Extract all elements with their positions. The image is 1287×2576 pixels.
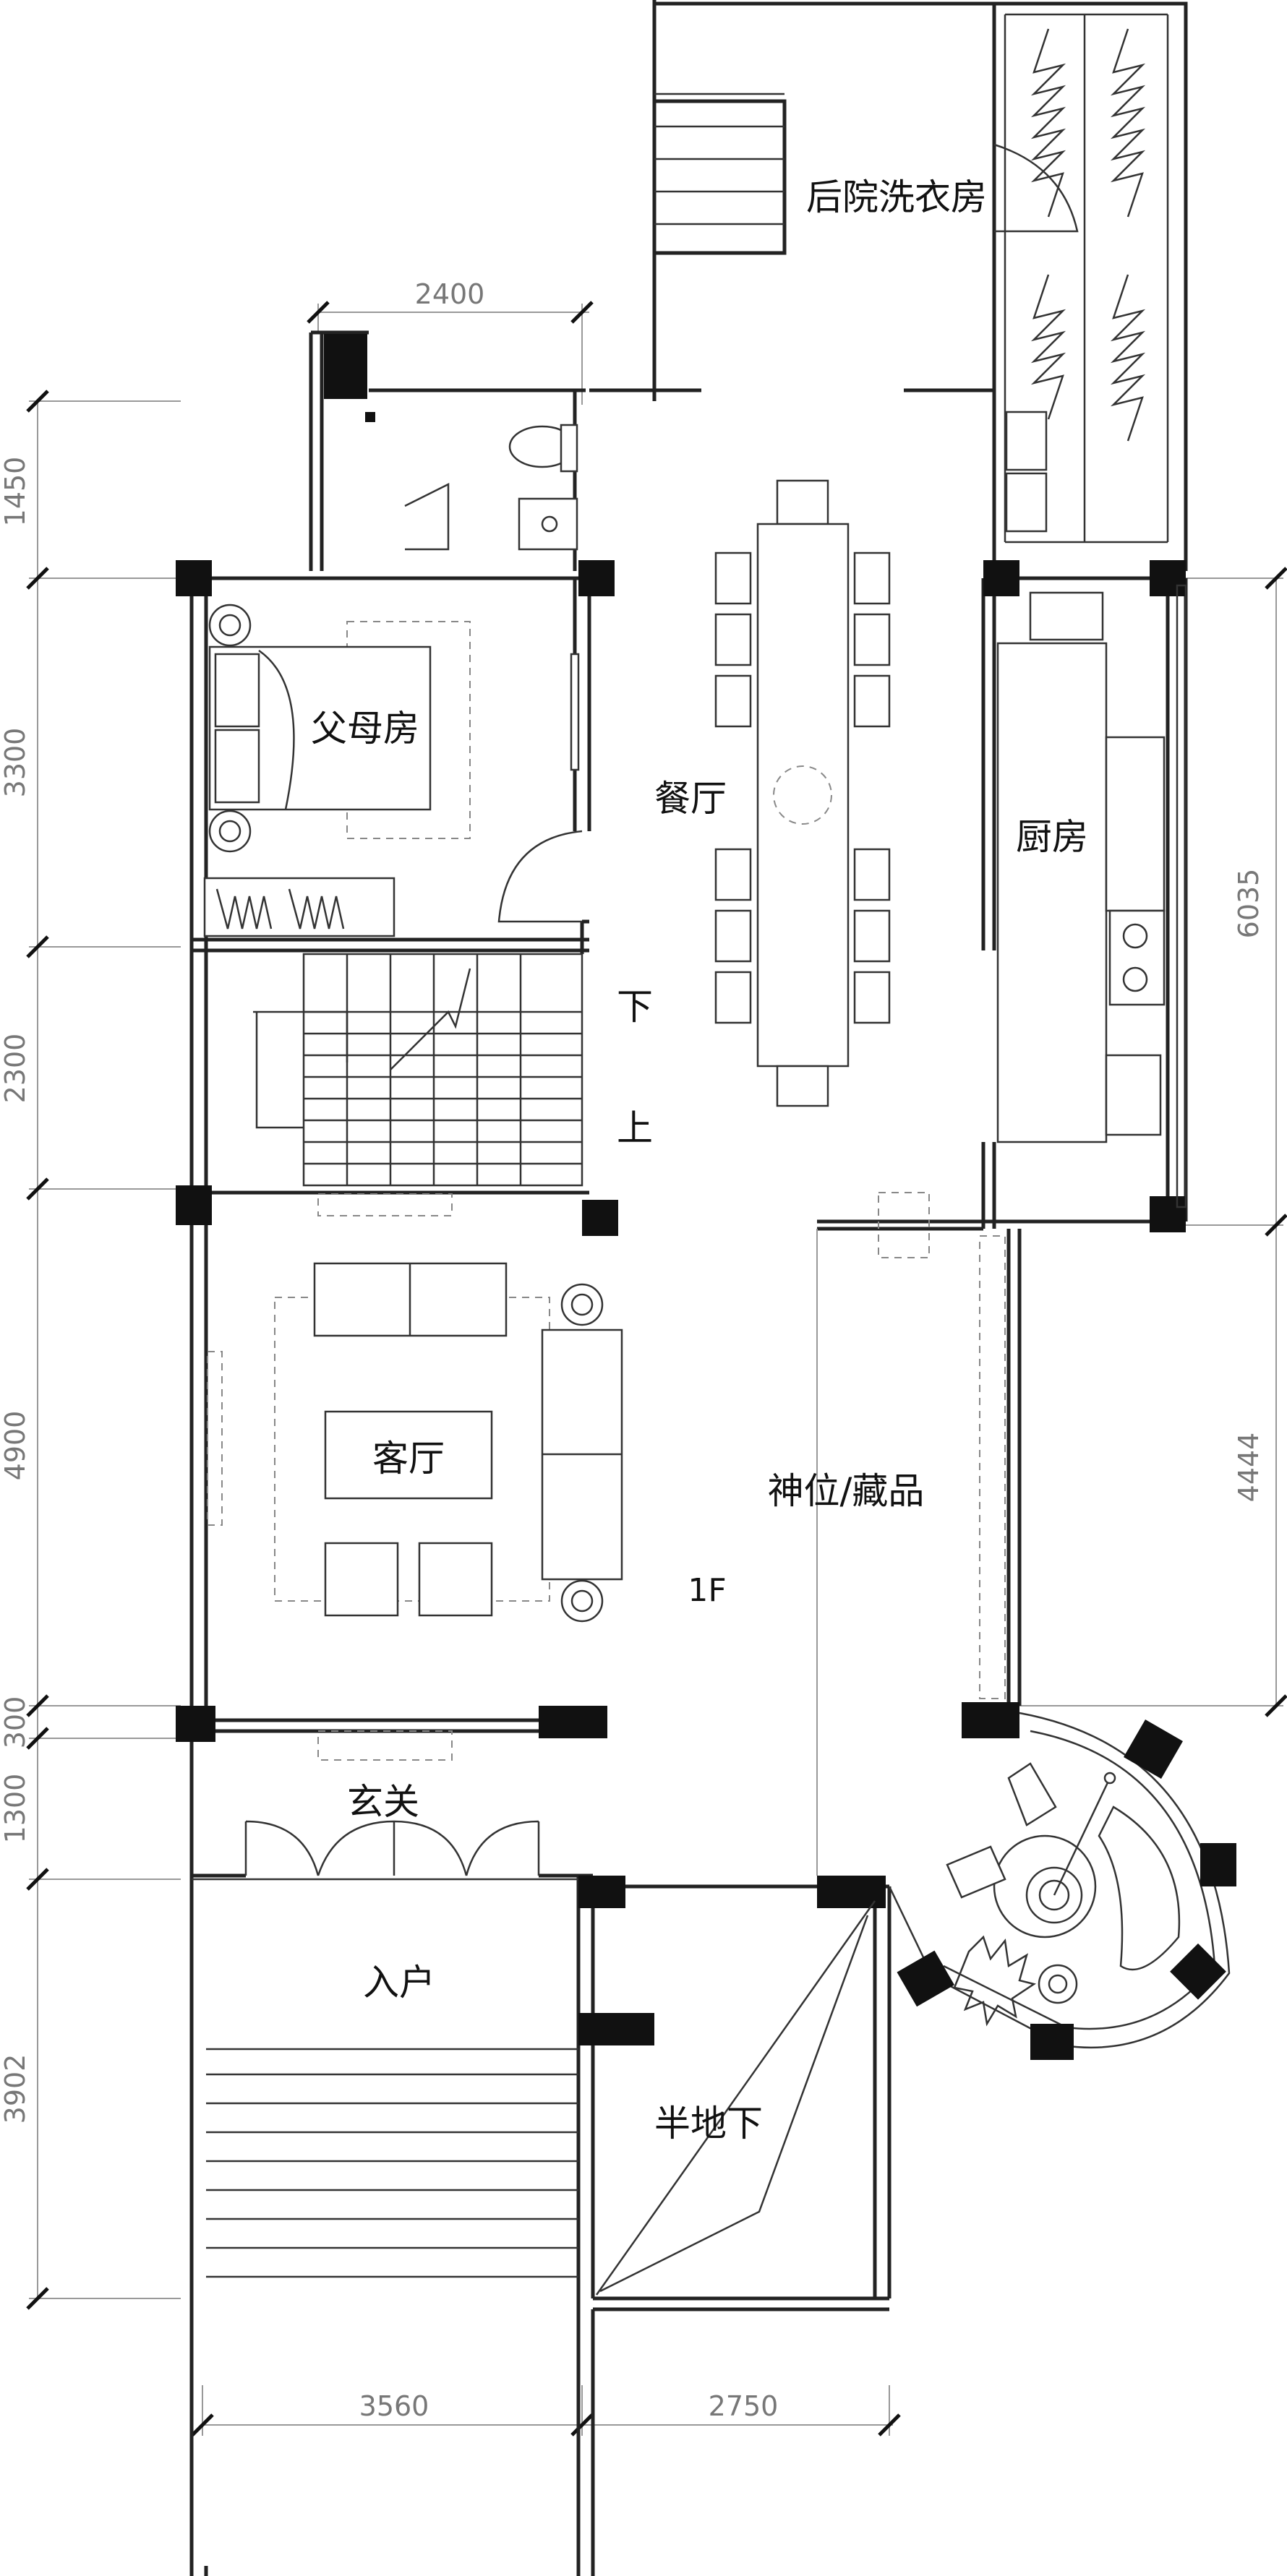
room-label-entrance: 入户 (363, 1962, 435, 2004)
parents-tv-panel (570, 653, 580, 771)
foyer-doors (192, 1730, 578, 1881)
room-label-shrine: 神位/藏品 (768, 1470, 925, 1512)
parents-wardrobe (203, 877, 395, 937)
room-label-laundry: 后院洗衣房 (806, 176, 987, 218)
dimension-bottom-2750: 2750 (709, 2390, 779, 2422)
left-dimension-lines (26, 390, 181, 2310)
dimension-left-3300: 3300 (0, 728, 31, 798)
room-label-living: 客厅 (372, 1438, 445, 1480)
entrance-steps (206, 2048, 578, 2278)
dimension-bottom-3560: 3560 (359, 2390, 429, 2422)
right-dimension-lines (1012, 567, 1287, 1717)
dimension-right-6035: 6035 (1233, 869, 1265, 939)
living-furniture (207, 1193, 623, 1623)
kitchen-counters (996, 584, 1187, 1208)
dining-table (714, 479, 891, 1107)
room-label-dining: 餐厅 (654, 778, 727, 820)
dimension-right-4444: 4444 (1233, 1433, 1265, 1503)
laundry-stairs (654, 93, 784, 226)
dimension-left-3902: 3902 (0, 2054, 31, 2124)
laundry-wardrobe (1004, 13, 1169, 544)
semi-basement-ramp (595, 1900, 876, 2296)
room-label-semi-basement: 半地下 (654, 2103, 763, 2144)
staircase (253, 953, 583, 1187)
top-dimension-line (307, 301, 594, 405)
stair-label-down: 下 (617, 986, 653, 1028)
dimension-left-1450: 1450 (0, 457, 31, 527)
dimension-top-2400: 2400 (415, 278, 485, 310)
dimension-left-2300: 2300 (0, 1034, 31, 1104)
parents-door-swing (497, 830, 583, 923)
bottom-dimension-line (191, 2385, 901, 2437)
bay-window-lounge (888, 1712, 1236, 2060)
dimension-left-1300: 1300 (0, 1774, 31, 1844)
room-label-foyer: 玄关 (347, 1781, 419, 1823)
structural-columns (176, 334, 1186, 2045)
laundry-door-swing (993, 143, 1079, 233)
stair-label-up: 上 (617, 1107, 653, 1149)
dimension-left-4900: 4900 (0, 1411, 31, 1481)
room-label-parents: 父母房 (311, 708, 419, 750)
shrine-pendant (878, 1192, 930, 1258)
bathroom-fixtures (365, 412, 578, 551)
room-label-kitchen: 厨房 (1016, 816, 1088, 858)
parents-bed (208, 604, 471, 853)
floor-label-1f: 1F (688, 1572, 726, 1609)
dimension-left-300: 300 (0, 1696, 31, 1749)
shrine-cabinet (979, 1235, 1006, 1699)
